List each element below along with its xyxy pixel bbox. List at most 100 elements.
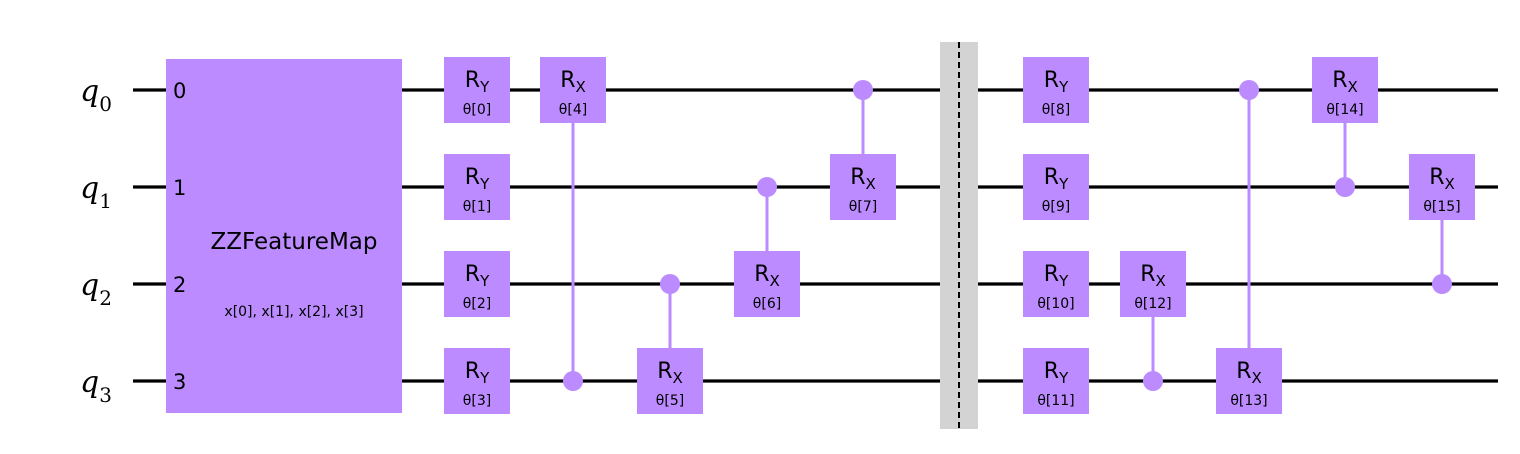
- gate-axis: Y: [1058, 175, 1069, 193]
- control-dot: [1335, 177, 1355, 197]
- gate-label: RX: [1140, 262, 1166, 290]
- gate-name: R: [465, 359, 480, 384]
- gate-axis: Y: [1058, 272, 1069, 290]
- gate-RX-4: RX θ[4]: [540, 57, 606, 391]
- gate-axis: Y: [1058, 78, 1069, 96]
- gate-RY-2: RYθ[2]: [444, 251, 510, 317]
- gate-param: θ[4]: [559, 102, 587, 118]
- gate-axis: X: [770, 272, 780, 290]
- control-dot: [853, 80, 873, 100]
- gate-label: RY: [1044, 262, 1069, 290]
- gate-box: [637, 348, 703, 414]
- gate-label: RY: [465, 68, 490, 96]
- gate-param: θ[13]: [1230, 393, 1267, 409]
- gate-label: RY: [1044, 165, 1069, 193]
- gate-label: RY: [465, 165, 490, 193]
- zz-feature-map-box: [166, 59, 402, 413]
- gate-box: [1216, 348, 1282, 414]
- gate-RX-6: RXθ[6]: [734, 177, 800, 317]
- gate-param: θ[0]: [463, 102, 491, 118]
- gate-RY-9: RYθ[9]: [1023, 154, 1089, 220]
- qubit-label-q2: q2: [80, 268, 112, 310]
- gate-name: R: [850, 165, 865, 190]
- gate-param: θ[5]: [656, 393, 684, 409]
- gate-box: [734, 251, 800, 317]
- gate-box: [1409, 154, 1475, 220]
- gate-param: θ[14]: [1326, 102, 1363, 118]
- gate-param: θ[1]: [463, 199, 491, 215]
- gate-box: [1312, 57, 1378, 123]
- gate-RX-15: RXθ[15]: [1409, 154, 1475, 294]
- qubit-label-q1: q1: [80, 171, 112, 213]
- control-dot: [563, 371, 583, 391]
- zz-feature-map-port-0: 0: [173, 79, 186, 103]
- gate-box: [444, 251, 510, 317]
- gate-label: RY: [465, 262, 490, 290]
- gate-label: RX: [1236, 359, 1262, 387]
- gate-box: [444, 154, 510, 220]
- gate-label: RY: [465, 359, 490, 387]
- gate-RX-14: RXθ[14]: [1312, 57, 1378, 197]
- gate-name: R: [1140, 262, 1155, 287]
- gate-RY-10: RYθ[10]: [1023, 251, 1089, 317]
- gate-RX-5: RX θ[5]: [637, 274, 703, 414]
- qubit-label-letter: q: [80, 268, 99, 303]
- gate-axis: X: [1348, 78, 1358, 96]
- gate-param: θ[6]: [753, 296, 781, 312]
- gate-label: RX: [754, 262, 780, 290]
- gate-axis: X: [576, 78, 586, 96]
- gate-RX-12: RX θ[12]: [1120, 251, 1186, 391]
- qubit-label-index: 3: [99, 383, 112, 407]
- gate-box: [830, 154, 896, 220]
- gate-name: R: [1044, 359, 1059, 384]
- control-dot: [1239, 80, 1259, 100]
- gate-box: [444, 57, 510, 123]
- gate-box: [1023, 57, 1089, 123]
- gate-RY-11: RYθ[11]: [1023, 348, 1089, 414]
- gate-label: RX: [657, 359, 683, 387]
- gate-axis: Y: [1058, 369, 1069, 387]
- gate-label: RX: [560, 68, 586, 96]
- gate-name: R: [1332, 68, 1347, 93]
- control-dot: [1432, 274, 1452, 294]
- zz-feature-map-params: x[0], x[1], x[2], x[3]: [224, 304, 363, 320]
- qubit-label-letter: q: [80, 365, 99, 400]
- gate-box: [1120, 251, 1186, 317]
- barrier: [940, 42, 978, 429]
- control-dot: [660, 274, 680, 294]
- gate-RX-7: RX θ[7]: [830, 80, 896, 220]
- gate-name: R: [1044, 68, 1059, 93]
- gate-label: RX: [850, 165, 876, 193]
- gate-label: RX: [1429, 165, 1455, 193]
- gate-name: R: [465, 262, 480, 287]
- gate-axis: X: [1445, 175, 1455, 193]
- gate-box: [540, 57, 606, 123]
- gate-axis: Y: [479, 272, 490, 290]
- gate-axis: Y: [479, 175, 490, 193]
- zz-feature-map-port-1: 1: [173, 176, 186, 200]
- control-dot: [757, 177, 777, 197]
- qubit-label-index: 2: [99, 286, 112, 310]
- qubit-label-q0: q0: [80, 74, 112, 116]
- gate-RY-1: RYθ[1]: [444, 154, 510, 220]
- gate-label: RX: [1332, 68, 1358, 96]
- gate-param: θ[10]: [1037, 296, 1074, 312]
- gate-axis: X: [673, 369, 683, 387]
- zz-feature-map-port-3: 3: [173, 370, 186, 394]
- gate-param: θ[3]: [463, 393, 491, 409]
- gate-name: R: [1044, 165, 1059, 190]
- gate-box: [1023, 348, 1089, 414]
- gate-name: R: [465, 165, 480, 190]
- gate-name: R: [754, 262, 769, 287]
- qubit-label-letter: q: [80, 74, 99, 109]
- gate-box: [1023, 154, 1089, 220]
- gate-label: RY: [1044, 68, 1069, 96]
- gate-name: R: [1236, 359, 1251, 384]
- gate-name: R: [1429, 165, 1444, 190]
- gate-name: R: [1044, 262, 1059, 287]
- gate-param: θ[7]: [849, 199, 877, 215]
- control-dot: [1143, 371, 1163, 391]
- gate-param: θ[12]: [1134, 296, 1171, 312]
- gate-param: θ[8]: [1042, 102, 1070, 118]
